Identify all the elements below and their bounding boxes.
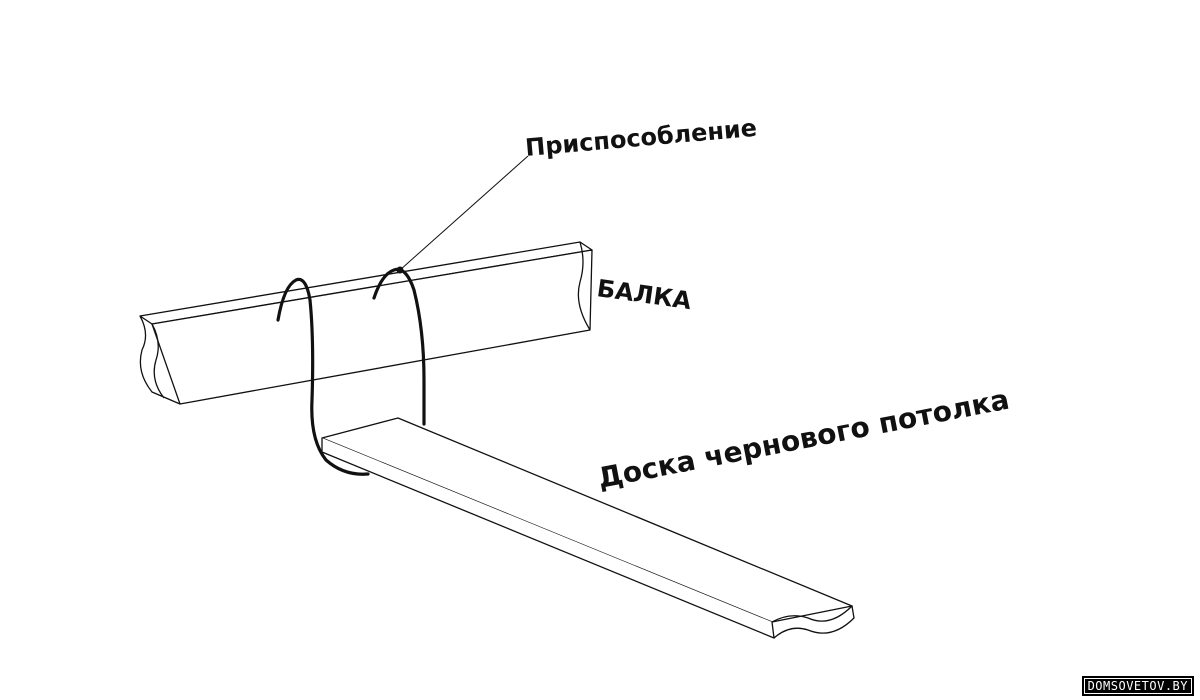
device-leader bbox=[396, 155, 529, 274]
beam-front-face bbox=[151, 249, 593, 405]
wire-right-hook bbox=[372, 267, 426, 426]
wire-left-hook bbox=[276, 277, 370, 476]
board-label: Доска чернового потолка bbox=[595, 383, 1012, 495]
beam bbox=[139, 241, 593, 405]
beam-right-end bbox=[577, 241, 591, 331]
device-leader-line bbox=[399, 155, 529, 271]
wire-device bbox=[276, 267, 426, 476]
device-label: Приспособление bbox=[524, 114, 758, 162]
board-front-face bbox=[321, 438, 775, 639]
device-leader-dot bbox=[396, 266, 404, 274]
board bbox=[321, 417, 855, 639]
beam-label: БАЛКА bbox=[595, 274, 693, 315]
beam-broken-end bbox=[139, 315, 181, 405]
board-broken-end bbox=[771, 605, 855, 639]
watermark: DOMSOVETOV.BY bbox=[1081, 676, 1194, 696]
